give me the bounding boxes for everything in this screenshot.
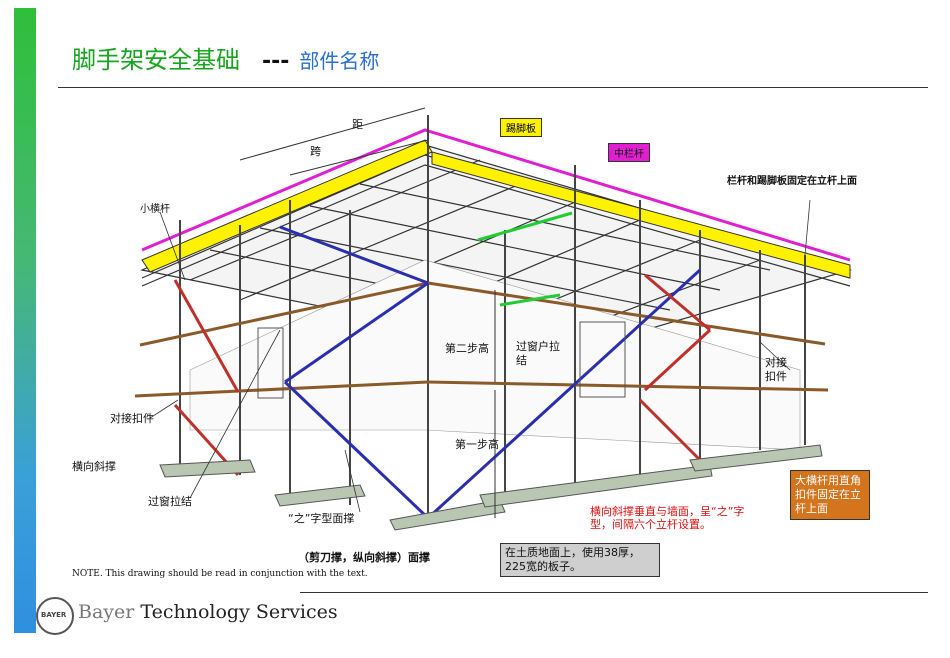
title-subtitle: 部件名称 xyxy=(299,49,380,73)
second-step-label: 第二步高 xyxy=(445,342,489,355)
page-title: 脚手架安全基础 --- 部件名称 xyxy=(72,40,379,75)
side-accent-bar xyxy=(14,8,36,633)
small-transom-label: 小横杆 xyxy=(140,204,170,215)
window-ties xyxy=(477,211,573,307)
title-main: 脚手架安全基础 xyxy=(72,46,240,74)
dimension-lines xyxy=(239,107,496,518)
base-boards xyxy=(159,444,823,531)
bottom-divider xyxy=(300,592,928,593)
transverse-braces xyxy=(173,273,712,477)
transverse-brace-label: 横向斜撑 xyxy=(72,460,116,473)
standards xyxy=(179,115,806,520)
toe-board-label: 踢脚板 xyxy=(500,118,542,137)
scissor-brace-label: （剪刀撑，纵向斜撑）面撑 xyxy=(298,551,430,564)
first-step-label: 第一步高 xyxy=(455,438,499,451)
window-tie-left-label: 过窗拉结 xyxy=(148,495,192,508)
mid-rail-label: 中栏杆 xyxy=(608,143,650,162)
scaffold-diagram xyxy=(134,107,853,531)
mid-rail-graphic xyxy=(141,128,851,262)
label-ju: 距 xyxy=(352,118,363,131)
brand-light: Bayer xyxy=(78,601,135,623)
rail-fixed-label: 栏杆和踢脚板固定在立杆上面 xyxy=(727,176,857,187)
logo-text: BAYER xyxy=(41,611,67,619)
brand-name: Bayer Technology Services xyxy=(78,601,338,623)
bayer-logo: BAYER xyxy=(36,597,74,635)
label-kua: 跨 xyxy=(310,145,321,158)
butt-coupler-left-label: 对接扣件 xyxy=(110,412,154,425)
red-note: 横向斜撑垂直与墙面，呈“之”字型，间隔六个立杆设置。 xyxy=(590,505,745,531)
gray-note: 在土质地面上，使用38厚，225宽的板子。 xyxy=(500,543,660,577)
leader-lines xyxy=(149,199,811,513)
butt-coupler-right-label: 对接扣件 xyxy=(765,356,787,383)
top-divider xyxy=(58,87,928,88)
zhi-brace-label: “之”字型面撑 xyxy=(288,512,355,525)
scissor-braces xyxy=(279,225,702,520)
brand-main: Technology Services xyxy=(140,601,338,623)
ledgers xyxy=(134,281,829,398)
title-dash: --- xyxy=(262,49,290,74)
window-right xyxy=(579,321,626,398)
orange-note: 大横杆用直角扣件固定在立杆上面 xyxy=(790,470,870,520)
drawing-note: NOTE. This drawing should be read in con… xyxy=(72,569,368,579)
window-left xyxy=(257,327,284,399)
window-tie-label: 过窗户拉结 xyxy=(516,340,560,367)
